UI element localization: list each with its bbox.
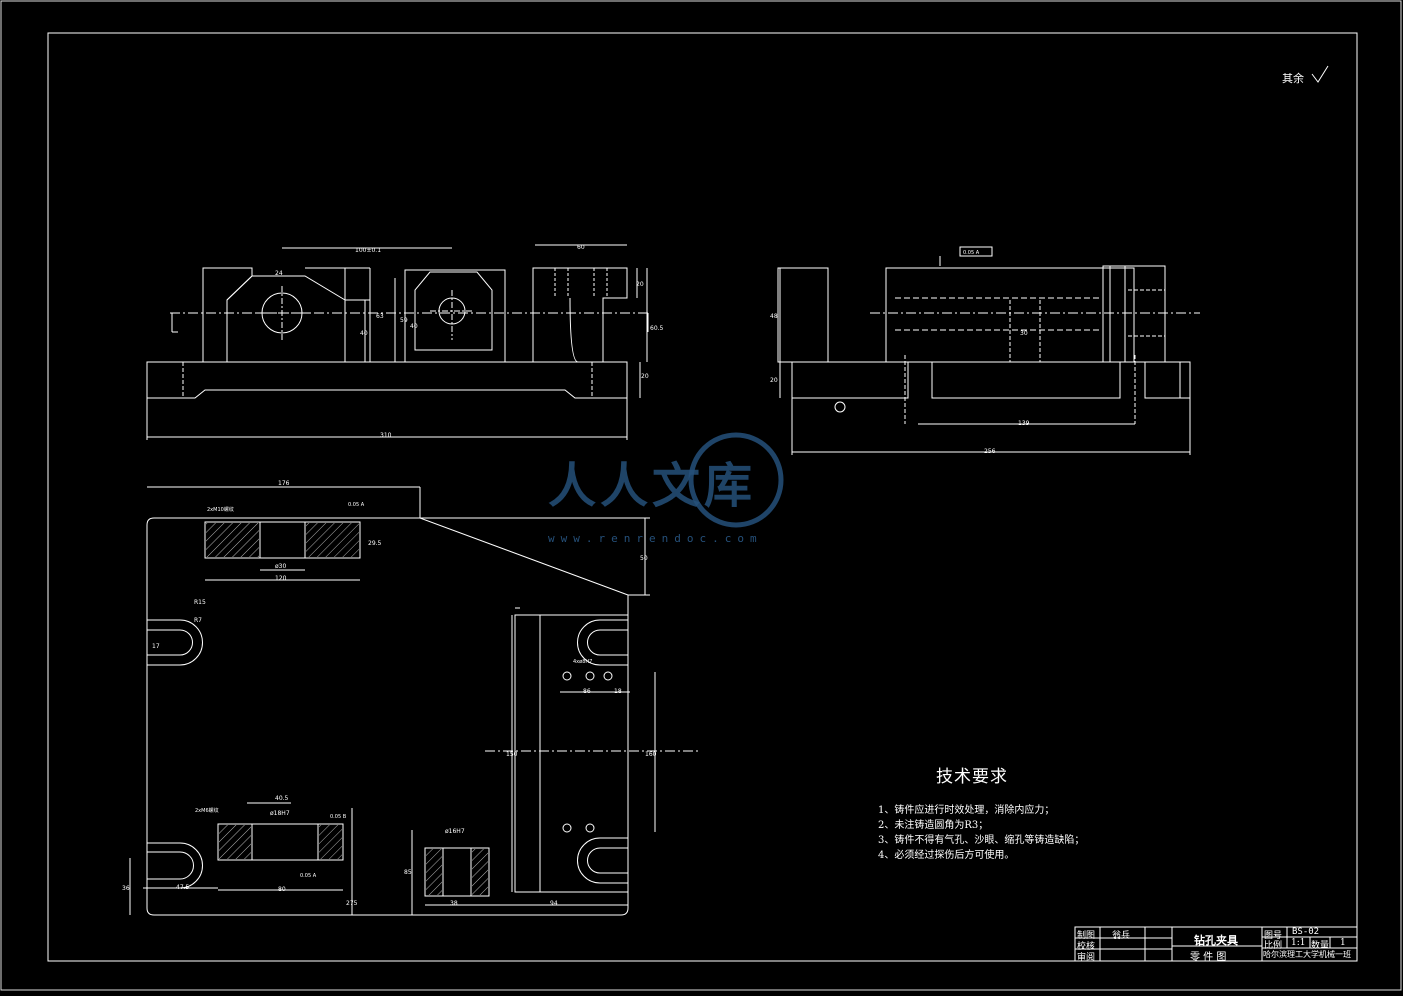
tb-scale-label: 比例 <box>1264 941 1283 951</box>
dim-plan-mid-h2: 160 <box>645 751 657 758</box>
dim-front-total: 310 <box>380 432 392 439</box>
hatch-a-right <box>306 523 359 557</box>
dim-plan-sec-w: 120 <box>275 575 287 582</box>
dim-plan-sec3-d: ø16H7 <box>445 828 465 835</box>
dim-plan-sec-h: 29.5 <box>368 540 382 547</box>
tech-requirements: 技术要求 1、铸件应进行时效处理，消除内应力； 2、未注铸造圆角为R3； 3、铸… <box>878 762 1158 863</box>
roughness-note: 其余 <box>1282 72 1304 85</box>
note-thread2: 2xM6螺纹 <box>195 807 219 814</box>
dim-plan-total: 176 <box>278 480 290 487</box>
tol-box-4: 0.05 A <box>963 250 980 256</box>
watermark-url: www.renrendoc.com <box>548 532 763 545</box>
hatch-a-left <box>206 523 259 557</box>
dim-plan-sec-d: ø30 <box>275 563 286 570</box>
dim-plan-sec3-right: 94 <box>550 900 558 907</box>
dim-front-left-small: 24 <box>275 270 283 277</box>
tb-qty-label: 数量 <box>1311 941 1330 951</box>
dim-plan-sec2-d: ø18H7 <box>270 810 290 817</box>
dim-front-h2: 63 <box>376 313 384 320</box>
tol-box-3: 0.05 A <box>300 873 317 879</box>
dim-plan-sec2-left: 47.5 <box>176 884 190 891</box>
dim-plan-left-small: 17 <box>152 643 160 650</box>
hatch-b-right <box>319 825 342 859</box>
hatch-b-left <box>219 825 251 859</box>
tb-qty: 1 <box>1340 938 1346 948</box>
dim-side-h1: 48 <box>770 313 778 320</box>
tech-item: 1、铸件应进行时效处理，消除内应力； <box>878 805 1055 816</box>
dim-front-right-h1: 20 <box>636 281 644 288</box>
tol-box-1: 0.05 A <box>348 502 365 508</box>
watermark: 人人文库 www.renrendoc.com <box>548 428 848 558</box>
dim-plan-sec3-w: 38 <box>450 900 458 907</box>
watermark-logo-icon <box>688 432 784 528</box>
tech-item: 3、铸件不得有气孔、沙眼、缩孔等铸造缺陷； <box>878 835 1085 846</box>
dim-front-right-w: 60 <box>577 244 585 251</box>
dim-front-top: 100±0.1 <box>355 247 381 254</box>
tech-item: 4、必须经过探伤后方可使用。 <box>878 850 1015 861</box>
tol-box-2: 0.05 B <box>330 814 347 820</box>
dim-plan-sec3-h: 85 <box>404 869 412 876</box>
dim-side-w2: 256 <box>984 448 996 455</box>
dim-front-right-h2: 60.5 <box>650 325 664 332</box>
dim-side-h2: 20 <box>770 377 778 384</box>
tb-designer-name: 翁兵 <box>1112 931 1131 941</box>
tb-checker-label: 校核 <box>1077 942 1096 952</box>
dim-front-h4: 40 <box>410 323 418 330</box>
dim-side-inner: 30 <box>1020 330 1028 337</box>
roughness-check-icon <box>1311 65 1329 83</box>
tech-requirements-title: 技术要求 <box>936 767 1008 787</box>
dim-plan-right-h: 50 <box>640 555 648 562</box>
tb-school: 哈尔滨理工大学机械一班 <box>1263 950 1351 959</box>
dim-plan-r2: R7 <box>194 617 202 624</box>
hatch-c-left <box>426 849 442 895</box>
dim-front-h1: 40 <box>360 330 368 337</box>
dim-front-base-h: 20 <box>641 373 649 380</box>
dim-front-h3: 59 <box>400 317 408 324</box>
dim-plan-total-h: 275 <box>346 900 358 907</box>
tb-drawing-no-label: 图号 <box>1264 931 1283 941</box>
tb-part-name: 钻孔夹具 <box>1194 934 1238 947</box>
dim-plan-holes-a: 86 <box>583 688 591 695</box>
title-block-grid <box>1074 926 1358 962</box>
inner-frame <box>47 32 1358 962</box>
note-thread1: 2xM10螺纹 <box>207 506 234 513</box>
dim-plan-holes-b: 18 <box>614 688 622 695</box>
tb-designer-label: 制图 <box>1077 931 1096 941</box>
tb-drawing-no: BS-02 <box>1292 927 1320 937</box>
watermark-text: 人人文库 <box>548 458 757 514</box>
side-view <box>777 246 1200 455</box>
dim-plan-bottom-h: 36 <box>122 885 130 892</box>
tb-scale: 1:1 <box>1291 938 1306 948</box>
dim-side-w1: 139 <box>1018 420 1030 427</box>
dim-plan-sec2-w: 40.5 <box>275 795 289 802</box>
tech-item: 2、未注铸造圆角为R3； <box>878 820 989 831</box>
plan-view <box>129 486 700 916</box>
dim-plan-r1: R15 <box>194 599 206 606</box>
tb-reviewer-label: 审阅 <box>1077 953 1096 963</box>
dim-plan-sec2-total: 80 <box>278 886 286 893</box>
dim-plan-mid-h: 150 <box>506 751 518 758</box>
note-holes: 4xø8H7 <box>573 659 592 665</box>
hatch-c-right <box>472 849 488 895</box>
front-view <box>146 244 650 440</box>
tb-drawing-type: 零 件 图 <box>1190 952 1227 963</box>
